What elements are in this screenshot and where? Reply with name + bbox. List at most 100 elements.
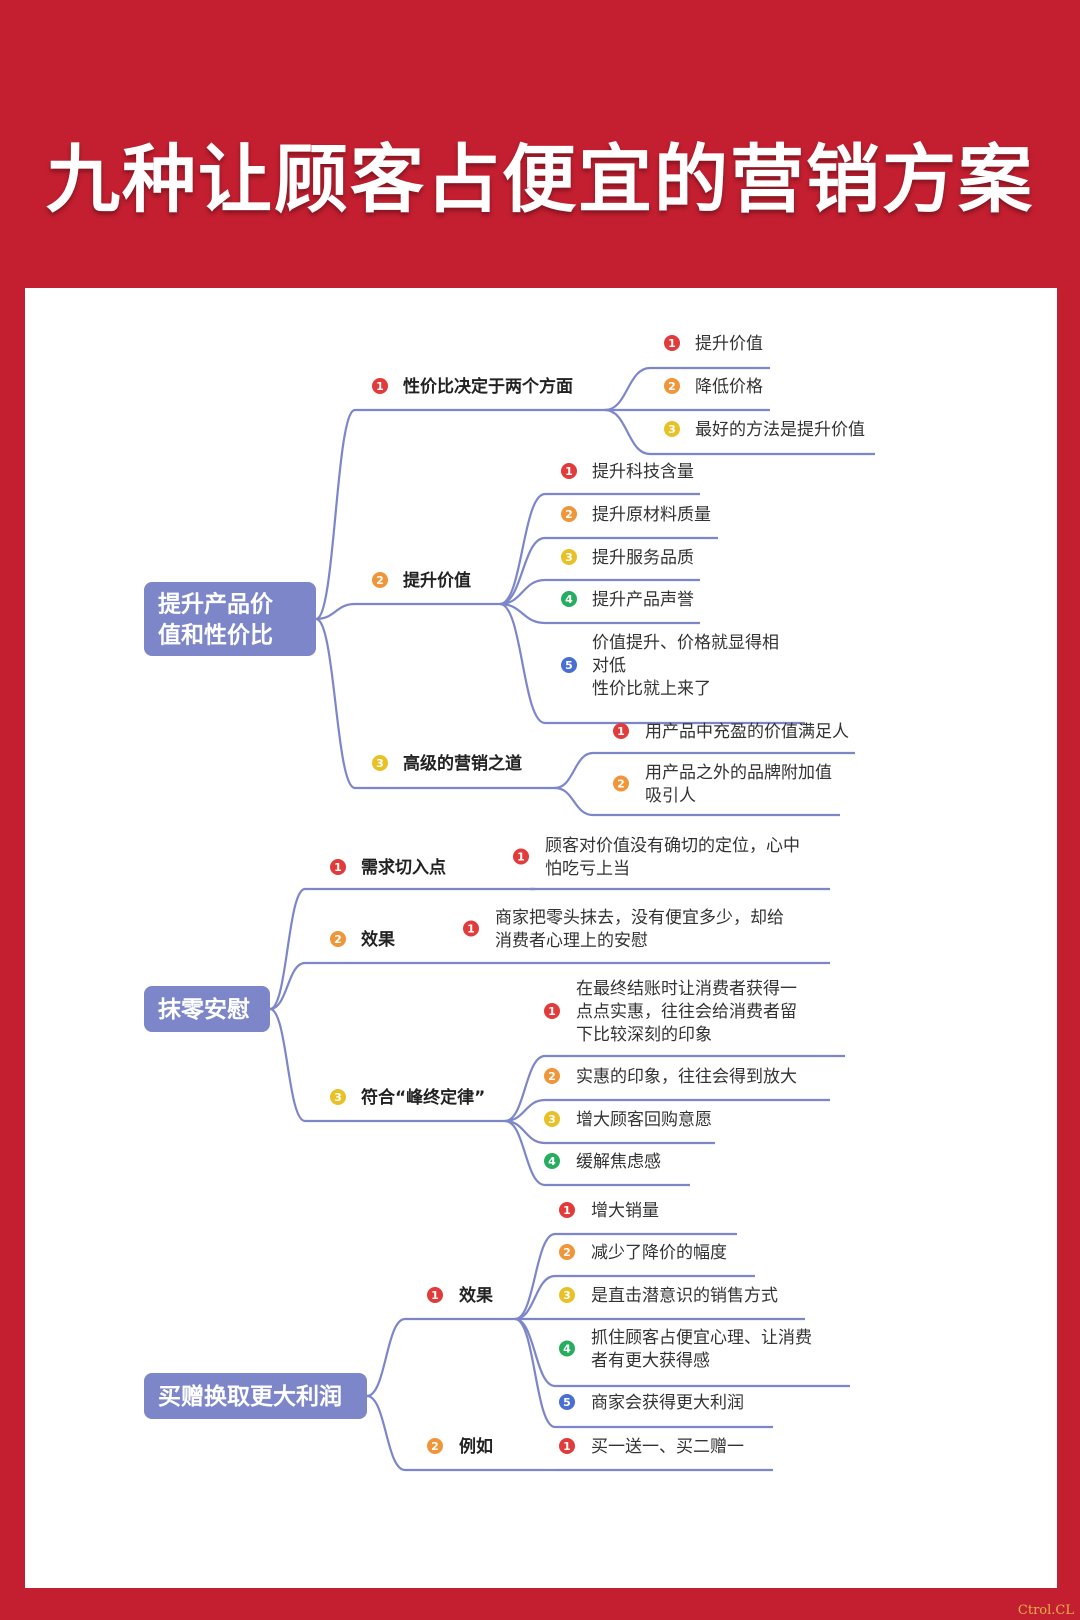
root-1-branch-2-item-4-connector [499,602,546,625]
root-2-branch-1-badge [330,859,346,875]
root-2-branch-2-label: 效果 [361,929,395,950]
root-1-branch-2-item-1-text: 提升科技含量 [592,462,694,482]
root-1-branch-2-item-3-connector [499,578,546,606]
root-2-branch-3-item-3-badge [544,1111,560,1127]
root-1-branch-2-item-3-badge [561,549,577,565]
root-1-branch-3-item-2-text: 用产品之外的品牌附加值 [645,763,832,783]
root-1-title: 值和性价比 [158,622,273,649]
root-1-branch-3-item-2-badge-number: 2 [617,778,625,791]
root-1-branch-3-item-2-badge [613,775,629,792]
root-1-branch-1-item-3-text: 最好的方法是提升价值 [695,420,865,440]
root-3-branch-1-item-3-badge-number: 3 [563,1289,571,1302]
root-1-branch-2-item-3-badge-number: 3 [565,551,573,564]
root-3-branch-2-item-1-badge-number: 1 [563,1440,571,1453]
root-1-branch-1-item-2-badge-number: 2 [668,380,676,393]
root-2-branch-3-item-1-text: 下比较深刻的印象 [576,1025,712,1045]
root-1-branch-1-item-1-badge [664,335,680,351]
root-1-branch-3-item-2-text: 吸引人 [645,786,696,806]
root-3-branch-1-badge [427,1287,443,1303]
root-1-branch-2-item-5-connector [499,602,546,725]
root-1-branch-3-item-2-connector [554,786,594,817]
root-2-branch-3-item-1-text: 在最终结账时让消费者获得一 [576,979,797,999]
root-2-branch-1-badge-number: 1 [334,861,342,874]
root-1-branch-2-badge [372,572,388,588]
root-2-branch-3-item-4-connector [504,1119,546,1187]
root-2-branch-1-connector [269,887,306,1011]
root-2-branch-3-badge-number: 3 [334,1091,342,1104]
root-3-branch-1-item-4-text: 抓住顾客占便宜心理、让消费 [591,1328,812,1348]
root-2-branch-3-item-1-text: 点点实惠，往往会给消费者留 [576,1002,797,1022]
root-1-branch-1-label: 性价比决定于两个方面 [403,376,573,397]
root-3-branch-2-label: 例如 [459,1436,493,1457]
root-3-branch-2-badge-number: 2 [431,1440,439,1453]
root-1-branch-3-connector [315,617,356,790]
root-2-branch-2-connector [269,961,306,1011]
root-1-branch-2-item-2-badge-number: 2 [565,508,573,521]
root-3-branch-1-item-1-badge-number: 1 [563,1204,571,1217]
root-2-branch-3-item-1-badge-number: 1 [548,1005,556,1018]
root-1-branch-1-item-2-badge [664,378,680,394]
root-3-box [144,1373,367,1419]
root-3-branch-1-item-3-text: 是直击潜意识的销售方式 [591,1286,778,1306]
root-2-title: 抹零安慰 [158,996,250,1023]
root-3-branch-1-badge-number: 1 [431,1289,439,1302]
root-3-branch-1-label: 效果 [459,1285,493,1306]
root-1-branch-3-item-1-badge [613,723,629,739]
root-3-branch-1-item-1-connector [514,1232,556,1321]
root-3-branch-2-badge [427,1438,443,1454]
root-2-branch-2-item-1-text: 消费者心理上的安慰 [495,931,648,951]
root-1-branch-3-item-1-text: 用产品中充盈的价值满足人 [645,722,849,742]
root-2-branch-3-item-2-badge [544,1068,560,1084]
root-1-branch-3-badge [372,755,388,771]
root-1-branch-2-item-5-badge-number: 5 [565,659,573,672]
root-1-branch-2-connector [315,602,356,621]
root-2-branch-3-label: 符合“峰终定律” [361,1087,485,1108]
root-2-branch-3-connector [269,1007,306,1123]
root-1-branch-2-item-4-badge-number: 4 [565,593,573,606]
root-3-branch-1-item-5-badge-number: 5 [563,1396,571,1409]
root-2-branch-3-item-4-badge [544,1153,560,1169]
root-1-branch-1-item-3-connector [604,408,651,456]
root-1-branch-1-item-3-badge-number: 3 [668,423,676,436]
watermark: Ctrol.CL [1017,1603,1074,1618]
root-3-branch-2-item-1-badge [559,1438,575,1454]
root-3-branch-1-item-1-text: 增大销量 [591,1201,659,1221]
root-2-branch-2-item-1-badge [463,920,479,937]
root-1-branch-2-label: 提升价值 [403,570,471,591]
root-3-branch-1-item-4-text: 者有更大获得感 [591,1351,710,1371]
root-2-branch-3-badge [330,1089,346,1105]
root-1-branch-3-item-1-badge-number: 1 [617,725,625,738]
root-1-branch-2-item-5-text: 价值提升、价格就显得相 [592,633,779,653]
root-3-branch-2-connector [366,1394,406,1472]
root-2-branch-3-item-2-badge-number: 2 [548,1070,556,1083]
root-2-branch-3-item-1-connector [504,1054,546,1123]
root-2-branch-3-item-2-text: 实惠的印象，往往会得到放大 [576,1067,797,1087]
root-2-branch-2-item-1-badge-number: 1 [467,923,475,936]
root-1-branch-1-item-2-text: 降低价格 [695,377,763,397]
root-2-branch-2-badge [330,931,346,947]
root-3-branch-2-item-1-text: 买一送一、买二赠一 [591,1437,744,1457]
root-2-branch-1-item-1-badge-number: 1 [517,851,525,864]
root-1-branch-2-badge-number: 2 [376,574,384,587]
root-1-branch-2-item-2-badge [561,506,577,522]
root-3-branch-1-item-2-connector [514,1274,556,1321]
root-2-branch-1-item-1-text: 怕吃亏上当 [545,859,630,879]
root-2-branch-3-item-4-badge-number: 4 [548,1155,556,1168]
root-2-branch-1-item-1-text: 顾客对价值没有确切的定位，心中 [545,836,800,856]
root-3-branch-1-item-2-badge [559,1244,575,1260]
root-1-branch-2-item-4-badge [561,591,577,607]
root-1-branch-2-item-2-text: 提升原材料质量 [592,505,711,525]
root-1-branch-1-item-1-badge-number: 1 [668,337,676,350]
root-1-branch-1-connector [315,408,356,621]
root-3-branch-1-item-4-badge [559,1340,575,1357]
root-3-title: 买赠换取更大利润 [158,1383,342,1410]
root-1-branch-2-item-1-badge [561,463,577,479]
root-3-branch-1-item-4-badge-number: 4 [563,1343,571,1356]
root-2-branch-1-item-1-badge [513,848,529,865]
root-3-branch-1-connector [366,1317,406,1398]
root-1-branch-3-label: 高级的营销之道 [403,753,522,774]
root-1-branch-2-item-2-connector [499,536,546,606]
